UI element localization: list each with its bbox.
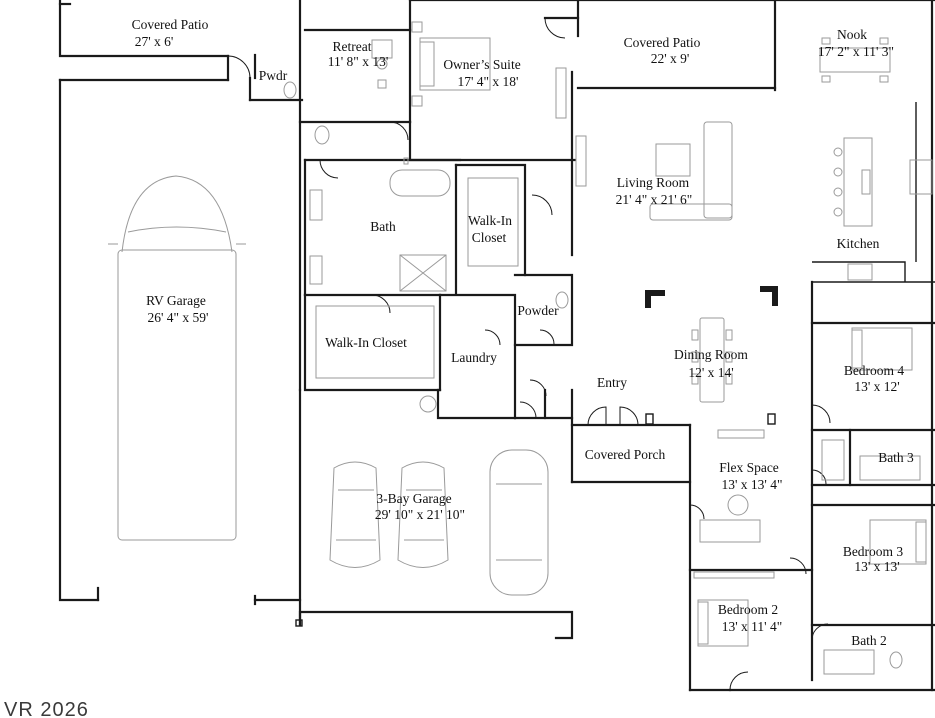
dims-rv-garage: 26' 4" x 59' [147,310,208,325]
vanity-icon-2 [309,255,323,285]
label-bath: Bath [370,219,396,234]
label-walk-in-closet-1b: Closet [472,230,507,245]
vanity-icon-1 [309,189,323,221]
label-living-room: Living Room [617,175,690,190]
columns [295,286,778,627]
bed-icon-bedroom3 [869,519,927,565]
sink-icon-kitchen [847,263,873,281]
label-walk-in-closet-1a: Walk-In [468,213,512,228]
dims-owners-suite: 17' 4" x 18' [457,74,518,89]
room-labels: Covered Patio 27' x 6' Retreat 11' 8" x … [132,17,914,648]
label-bath-2: Bath 2 [851,633,887,648]
label-bedroom-4: Bedroom 4 [844,363,905,378]
dims-3-bay-garage: 29' 10" x 21' 10" [375,507,465,522]
toilet-icon-bath2 [889,651,903,669]
rv-icon [108,175,246,541]
dims-living-room: 21' 4" x 21' 6" [616,192,693,207]
label-3-bay-garage: 3-Bay Garage [376,491,451,506]
dims-bedroom-3: 13' x 13' [854,559,899,574]
car-icon-1 [329,461,381,568]
kitchen-island-icon [833,137,873,227]
bed-icon-bedroom2 [697,599,749,647]
stove-icon [909,159,933,195]
dims-bedroom-4: 13' x 12' [854,379,899,394]
car-icon-2 [397,461,449,568]
dims-nook: 17' 2" x 11' 3" [818,44,894,59]
fireplace-icon [575,135,587,187]
label-retreat: Retreat [333,39,372,54]
dims-flex-space: 13' x 13' 4" [721,477,782,492]
label-bath-3: Bath 3 [878,450,914,465]
label-bedroom-3: Bedroom 3 [843,544,904,559]
bathtub-icon [389,157,451,197]
desk-icon-flex [699,519,761,543]
sofa-icon [649,121,733,221]
label-flex-space: Flex Space [719,460,779,475]
label-powder: Powder [517,303,559,318]
label-entry: Entry [597,375,627,390]
label-nook: Nook [837,27,867,42]
label-walk-in-closet-2: Walk-In Closet [325,335,407,350]
label-covered-porch: Covered Porch [585,447,666,462]
label-rv-garage: RV Garage [146,293,206,308]
dims-bedroom-2: 13' x 11' 4" [722,619,783,634]
toilet-icon-bath [314,125,330,145]
doors [227,17,831,691]
label-covered-patio-1: Covered Patio [132,17,209,32]
label-dining-room: Dining Room [674,347,748,362]
label-owners-suite: Owner’s Suite [443,57,520,72]
label-covered-patio-2: Covered Patio [624,35,701,50]
bed-icon-owners [411,21,491,107]
label-bedroom-2: Bedroom 2 [718,602,778,617]
toilet-icon-pwdr [283,81,297,99]
label-laundry: Laundry [451,350,497,365]
bed-icon-bedroom4 [851,327,913,371]
watermark: VR 2026 [4,699,89,718]
toilet-icon-powder [555,291,569,309]
dining-table-icon [691,317,733,403]
shower-icon [399,254,447,292]
van-icon [489,449,549,596]
nook-table-icon [819,37,891,83]
walls [58,0,935,692]
label-pwdr: Pwdr [259,68,288,83]
label-kitchen: Kitchen [837,236,880,251]
fixtures [108,21,933,675]
dims-covered-patio-1: 27' x 6' [135,34,174,49]
dims-retreat: 11' 8" x 13' [328,54,389,69]
dims-dining-room: 12' x 14' [688,365,733,380]
desk-icon [371,39,393,89]
dims-covered-patio-2: 22' x 9' [651,51,690,66]
